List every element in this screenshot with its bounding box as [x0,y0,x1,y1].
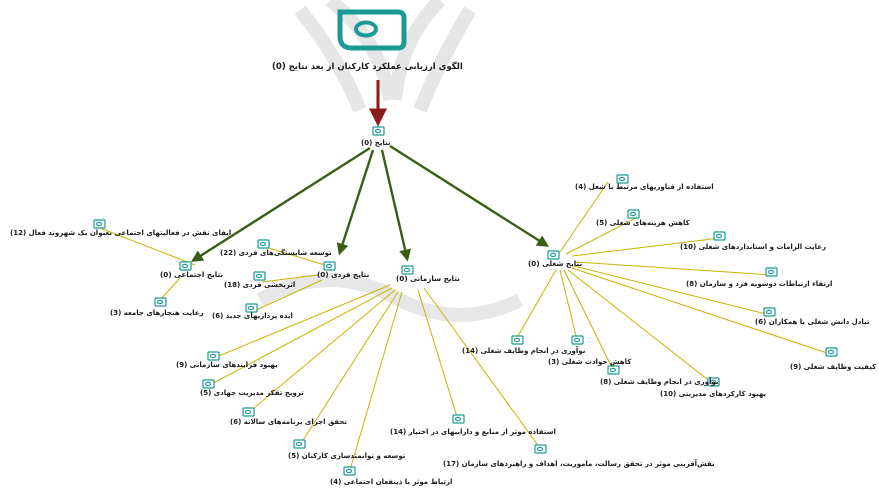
root-node-label: الگوی ارزیابی عملکرد کارکنان از بعد نتای… [272,62,463,72]
leaf-lines [99,181,831,471]
leaf-label: کاهش هزینه‌های شغلی (5) [596,219,690,227]
hub-node-icon [372,126,385,136]
leaf-label: استفاده از فناوریهای مرتبط با شغل (4) [575,183,714,191]
leaf-label: رعایت هنجارهای جامعه (3) [110,309,204,317]
leaf-label: استفاده موثر از منابع و داراییهای در اخت… [390,428,556,436]
leaf-label: ایفای نقش در فعالیتهای اجتماعی بعنوان یک… [10,229,232,237]
leaf-icon [154,297,167,307]
leaf-icon [257,239,270,249]
leaf-icon [452,414,465,424]
leaf-label: نوآوری در انجام وظایف شغلی (14) [462,347,586,355]
leaf-icon [343,466,356,476]
organizational-group-label: نتایج سازمانی (0) [396,274,460,283]
leaf-icon [93,219,106,229]
social-group-label: نتایج اجتماعی (0) [160,270,224,279]
leaf-icon [763,307,776,317]
leaf-icon [293,439,306,449]
hub-node-label: نتایج (0) [361,139,391,147]
leaf-label: ایده پردازیهای جدید (6) [212,312,293,320]
leaf-label: تحقق اجرای برنامه‌های سالانه (6) [230,418,347,426]
social-group-icon [179,261,192,271]
node-icons [93,126,838,476]
leaf-label: ارتباط موثر با ذینفعان اجتماعی (4) [330,478,453,486]
leaf-icon [616,174,629,184]
leaf-label: اثربخشی فردی (18) [224,281,296,289]
leaf-label: ارتقاء کیفیت وظایف شغلی (9) [790,363,879,371]
job-group-icon [547,250,560,260]
leaf-icon [245,303,258,313]
leaf-icon [202,379,215,389]
leaf-label: توسعه شایستگی‌های فردی (22) [220,249,332,257]
leaf-label: بهبود فرایندهای سازمانی (9) [176,361,278,369]
leaf-icon [627,209,640,219]
leaf-label: ارتقاء ارتباطات دوسویه فرد و سازمان (8) [686,280,833,288]
leaf-label: نقش‌آفرینی موثر در تحقق رسالت، ماموریت، … [443,460,715,468]
leaf-icon [511,335,524,345]
leaf-icon [207,351,220,361]
leaf-label: بهبود کارکردهای مدیریتی (10) [660,390,767,398]
leaf-label: رعایت الزامات و استانداردهای شغلی (10) [680,243,827,251]
leaf-icon [707,377,720,387]
leaf-label: توسعه و توانمندسازی کارکنان (5) [288,452,406,460]
leaf-label: نوآوری در انجام وظایف شغلی (8) [600,378,719,386]
leaf-icon [571,335,584,345]
root-node-icon [337,9,407,51]
leaf-icon [534,444,547,454]
leaf-icon [765,267,778,277]
leaf-icon [242,407,255,417]
leaf-icon [825,347,838,357]
leaf-label: ترویج تفکر مدیریت جهادی (5) [200,389,304,397]
organizational-group-icon [401,265,414,275]
leaf-label: کاهش حوادث شغلی (3) [548,358,632,366]
leaf-label: تبادل دانش شغلی با همکاران (6) [755,318,870,326]
individual-group-icon [323,261,336,271]
group-arrows [190,144,550,262]
leaf-icon [607,365,620,375]
job-group-label: نتایج شغلی (0) [528,259,583,268]
individual-group-label: نتایج فردی (0) [317,270,370,279]
leaf-icon [713,231,726,241]
leaf-icon [253,271,266,281]
